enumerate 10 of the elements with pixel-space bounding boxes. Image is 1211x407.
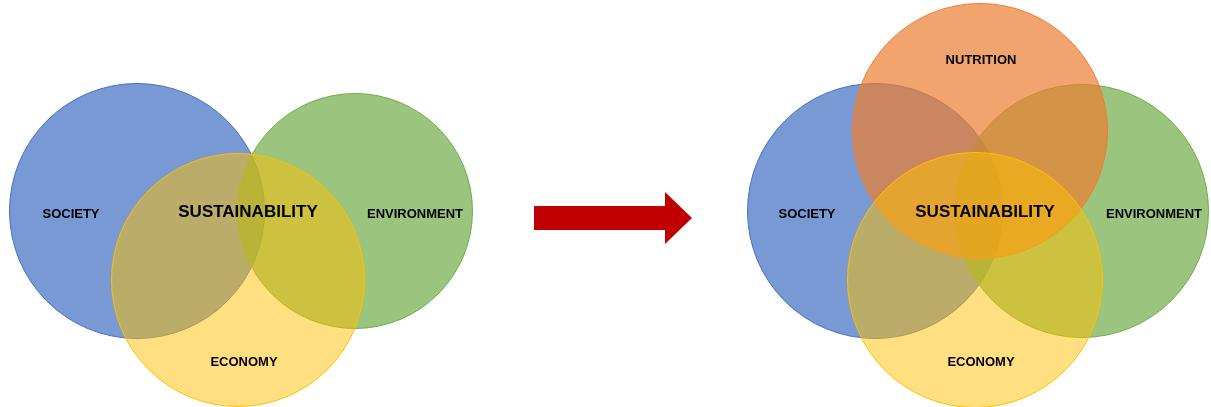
center-label: SUSTAINABILITY bbox=[178, 201, 318, 224]
arrow bbox=[534, 192, 692, 244]
circle-label: ENVIRONMENT bbox=[366, 205, 464, 224]
circle-label: ENVIRONMENT bbox=[1105, 205, 1203, 224]
circle-label: ECONOMY bbox=[947, 353, 1015, 372]
circle-label: NUTRITION bbox=[945, 51, 1017, 70]
center-label: SUSTAINABILITY bbox=[915, 201, 1055, 224]
circle-label: SOCIETY bbox=[42, 205, 100, 224]
circle-label: SOCIETY bbox=[778, 205, 836, 224]
circle-label: ECONOMY bbox=[210, 353, 278, 372]
